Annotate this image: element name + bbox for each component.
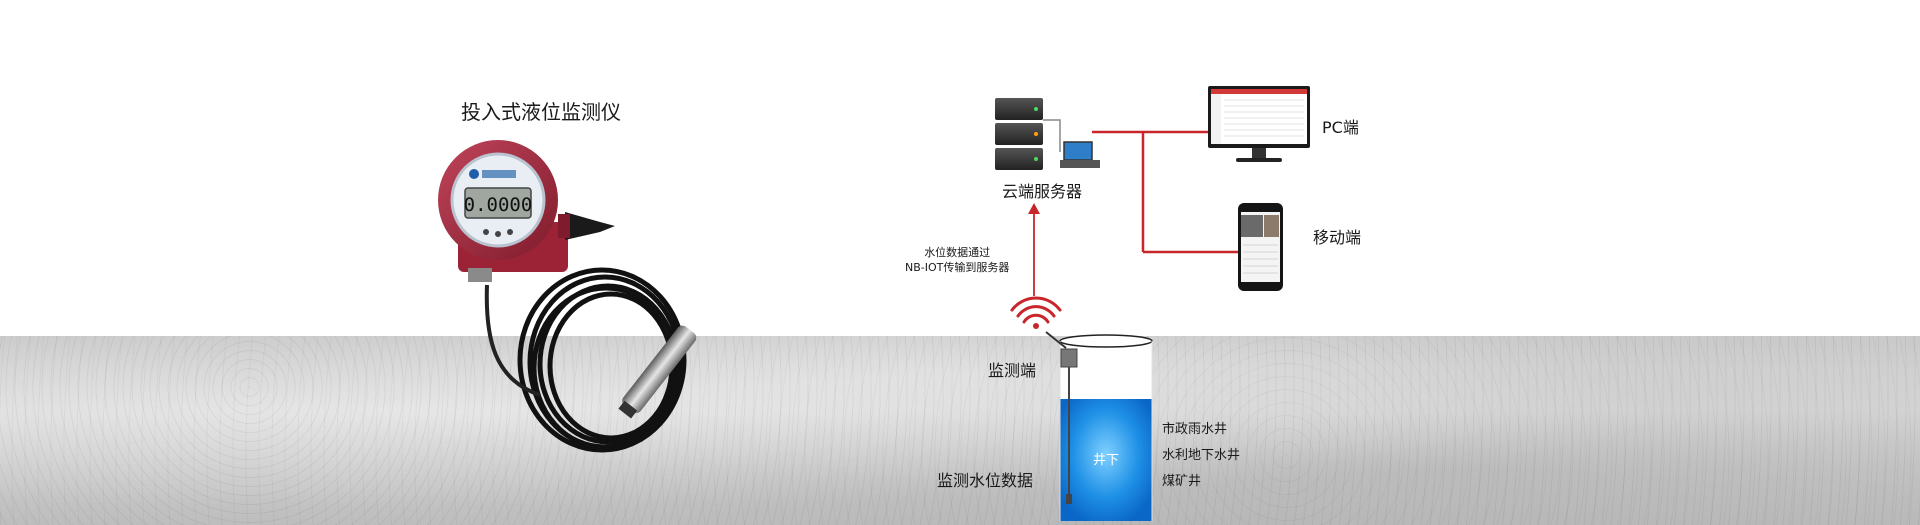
submersible-probe <box>618 325 697 419</box>
well-types-list: 市政雨水井 水利地下水井 煤矿井 <box>1162 417 1240 495</box>
underground-label: 井下 <box>1093 453 1120 468</box>
well-type-item: 市政雨水井 <box>1162 422 1228 437</box>
transmission-note: 水位数据通过 NB-IOT传输到服务器 <box>905 245 1009 275</box>
water-level-data-label: 监测水位数据 <box>937 471 1034 490</box>
well-type-item: 煤矿井 <box>1162 474 1202 489</box>
button-dot-icon <box>483 229 489 235</box>
well-type-item: 水利地下水井 <box>1162 448 1241 463</box>
monitoring-well <box>1045 331 1153 521</box>
mobile-phone-icon <box>1238 203 1283 291</box>
button-dot-icon <box>507 229 513 235</box>
wireless-signal-icon <box>1010 296 1062 329</box>
uplink-arrow <box>1028 203 1040 296</box>
button-dot-icon <box>495 231 501 237</box>
cable-coil <box>517 267 687 453</box>
vent-cone <box>565 212 615 240</box>
mobile-label: 移动端 <box>1313 228 1362 247</box>
transmission-line-1: 水位数据通过 <box>924 246 991 259</box>
well-water <box>1060 399 1152 521</box>
brand-logo-icon <box>469 169 479 179</box>
transmission-line-2: NB-IOT传输到服务器 <box>905 261 1010 274</box>
lcd-value: 0.0000 <box>464 194 533 216</box>
monitor-end-label: 监测端 <box>988 361 1037 380</box>
server-rack-icon <box>995 98 1061 170</box>
pc-label: PC端 <box>1322 118 1359 137</box>
device-title: 投入式液位监测仪 <box>461 100 621 124</box>
workstation-icon <box>1060 141 1100 168</box>
monitor-sensor-box <box>1060 348 1078 368</box>
pc-monitor-icon <box>1208 86 1310 162</box>
lcd-display <box>464 187 532 219</box>
cable-gland <box>468 268 492 282</box>
server-label: 云端服务器 <box>1002 182 1083 201</box>
cable-lead <box>484 284 541 397</box>
level-monitor-device: 0.0000 <box>438 140 697 453</box>
ground-background <box>0 336 1920 525</box>
network-connections <box>1092 130 1238 254</box>
